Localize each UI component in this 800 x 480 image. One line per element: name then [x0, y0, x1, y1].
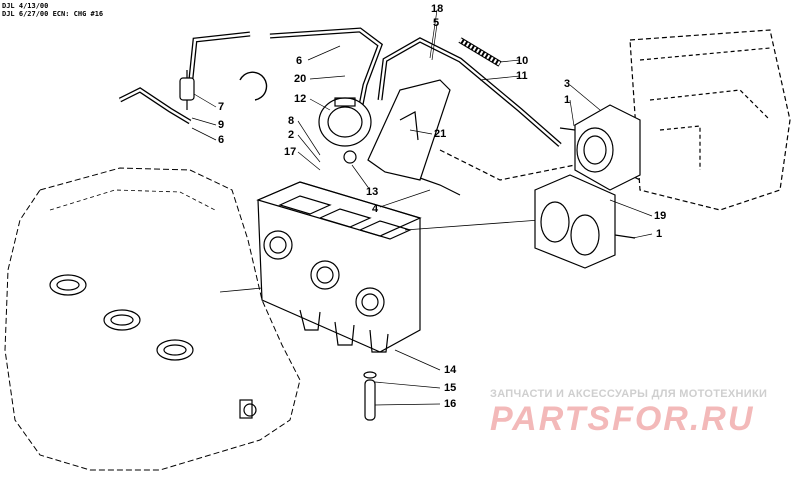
callout-5: 5 [433, 17, 440, 29]
callout-1-upper: 1 [564, 94, 571, 106]
watermark-tagline: ЗАПЧАСТИ И АКСЕССУАРЫ ДЛЯ МОТОТЕХНИКИ [490, 388, 768, 400]
fuel-hoses [118, 27, 562, 147]
callout-2: 2 [288, 129, 295, 141]
callout-13: 13 [366, 186, 379, 198]
callout-10: 10 [516, 55, 529, 67]
header-note-date: DJL 4/13/00 [2, 2, 49, 10]
callout-19: 19 [654, 210, 667, 222]
callout-15: 15 [444, 382, 457, 394]
callout-7: 7 [218, 101, 225, 113]
carburetor-bank [219, 181, 541, 353]
callout-17: 17 [284, 146, 297, 158]
intake-silencer [534, 174, 636, 269]
callout-11: 11 [516, 70, 528, 82]
fuel-filter [179, 70, 268, 110]
callout-14: 14 [444, 364, 457, 376]
airbox [439, 29, 791, 211]
intake-boot-upper [559, 104, 641, 191]
callout-18: 18 [431, 3, 444, 15]
callout-9: 9 [218, 119, 225, 131]
callout-21: 21 [434, 128, 447, 140]
spring-clip [458, 37, 502, 67]
callout-16: 16 [444, 398, 457, 410]
drain-tube [363, 371, 377, 421]
callout-20: 20 [294, 73, 307, 85]
callout-12: 12 [294, 93, 307, 105]
header-note-ecn: DJL 6/27/00 ECN: CHG #16 [2, 10, 104, 18]
callout-6-upper: 6 [296, 55, 303, 67]
callout-4: 4 [372, 203, 379, 215]
mounting-bracket [367, 79, 461, 196]
callout-1-lower: 1 [656, 228, 663, 240]
callout-8: 8 [288, 115, 295, 127]
fuel-pump [318, 97, 372, 164]
engine-block-outline [4, 167, 301, 471]
callout-6-lower: 6 [218, 134, 225, 146]
watermark-logo: PARTSFOR.RU [490, 400, 755, 438]
callout-3: 3 [564, 78, 571, 90]
leader-lines [191, 9, 653, 406]
